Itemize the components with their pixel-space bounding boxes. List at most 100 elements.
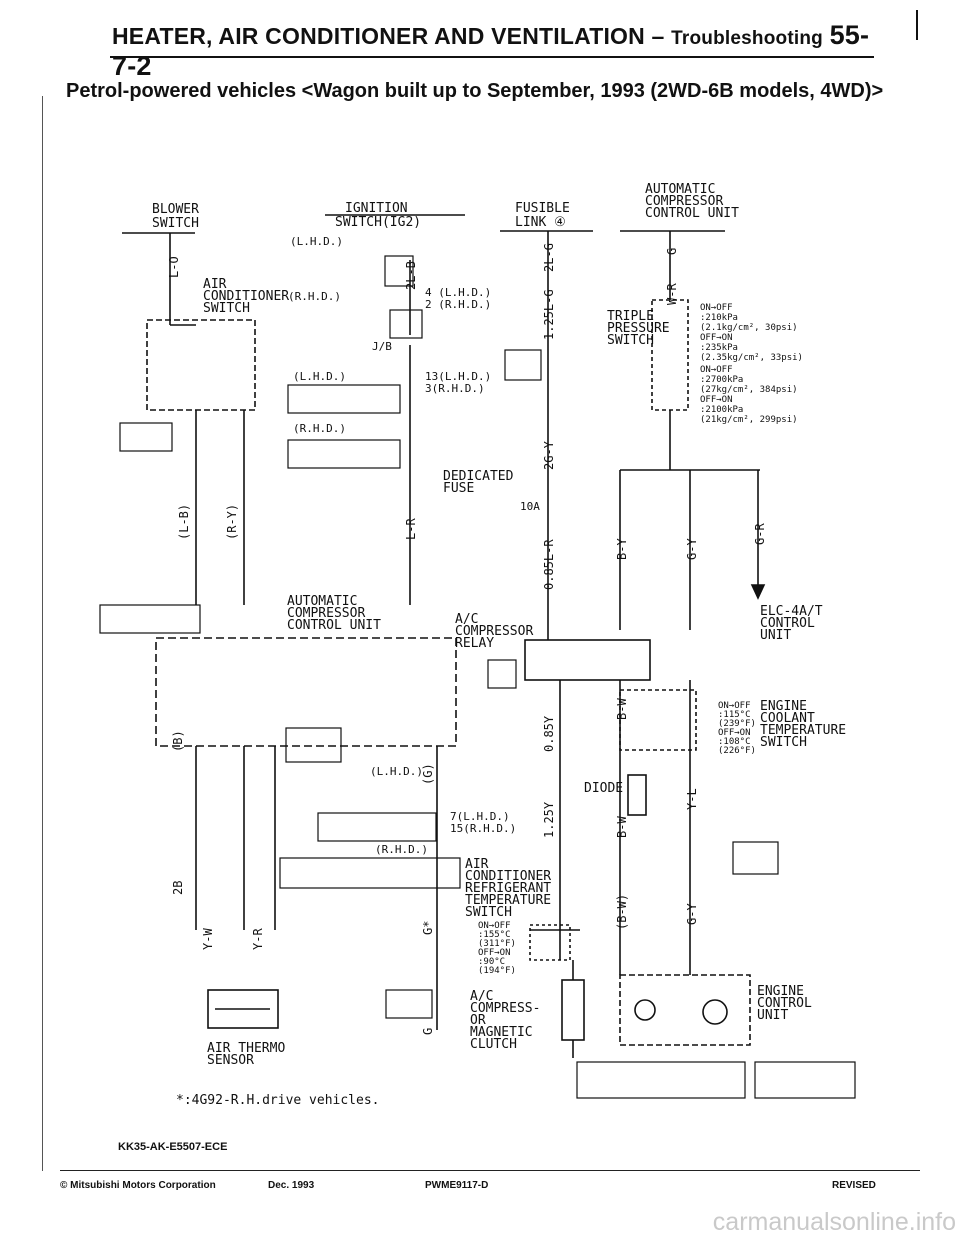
label-auto-comp-top: AUTOMATIC bbox=[645, 182, 715, 197]
svg-text:SENSOR: SENSOR bbox=[207, 1053, 254, 1068]
svg-text:10A: 10A bbox=[520, 500, 540, 513]
svg-text:SWITCH: SWITCH bbox=[465, 905, 512, 920]
svg-text:ON→OFF: ON→OFF bbox=[700, 303, 733, 313]
svg-text::155°C: :155°C bbox=[478, 930, 511, 940]
svg-text:OFF→ON: OFF→ON bbox=[700, 333, 733, 343]
svg-text::210kPa: :210kPa bbox=[700, 313, 738, 323]
svg-text:1.25Y: 1.25Y bbox=[542, 801, 556, 838]
svg-text:OFF→ON: OFF→ON bbox=[700, 395, 733, 405]
svg-text:(2.1kg/cm², 30psi): (2.1kg/cm², 30psi) bbox=[700, 323, 798, 333]
svg-text:(311°F): (311°F) bbox=[478, 939, 516, 949]
svg-text:4 (L.H.D.): 4 (L.H.D.) bbox=[425, 286, 491, 299]
svg-text:(226°F): (226°F) bbox=[718, 746, 756, 756]
header-rule bbox=[110, 56, 874, 58]
label-triple-pressure: TRIPLE bbox=[607, 309, 654, 324]
svg-text:2L-G: 2L-G bbox=[542, 243, 556, 272]
svg-text:SWITCH: SWITCH bbox=[607, 333, 654, 348]
svg-text:(L-B): (L-B) bbox=[177, 504, 191, 540]
svg-text:CONTROL UNIT: CONTROL UNIT bbox=[287, 618, 381, 633]
svg-text::2100kPa: :2100kPa bbox=[700, 405, 743, 415]
svg-text:L-R: L-R bbox=[404, 518, 418, 540]
svg-text:B-Y: B-Y bbox=[615, 538, 629, 560]
svg-text:(L.H.D.): (L.H.D.) bbox=[290, 235, 343, 248]
svg-text:SWITCH: SWITCH bbox=[760, 735, 807, 750]
diagram-subtitle: Petrol-powered vehicles <Wagon built up … bbox=[66, 80, 884, 102]
svg-text:(B-W): (B-W) bbox=[615, 894, 629, 930]
svg-text:2G-Y: 2G-Y bbox=[542, 440, 556, 470]
label-elc-unit: ELC-4A/T bbox=[760, 604, 823, 619]
label-blower-switch: BLOWER bbox=[152, 202, 199, 217]
header-section: Troubleshooting bbox=[671, 28, 823, 49]
svg-text:COMPRESSOR: COMPRESSOR bbox=[455, 624, 533, 639]
svg-text:CLUTCH: CLUTCH bbox=[470, 1037, 517, 1052]
header-title: HEATER, AIR CONDITIONER AND VENTILATION bbox=[112, 23, 645, 49]
svg-text:(21kg/cm², 299psi): (21kg/cm², 299psi) bbox=[700, 415, 798, 425]
svg-text:COOLANT: COOLANT bbox=[760, 711, 815, 726]
svg-text:G*: G* bbox=[421, 921, 435, 935]
label-dedicated-fuse: DEDICATED bbox=[443, 469, 514, 484]
margin-rule bbox=[916, 10, 918, 40]
svg-text:G-R: G-R bbox=[753, 523, 767, 545]
svg-text:OFF→ON: OFF→ON bbox=[718, 728, 751, 738]
svg-text:J/B: J/B bbox=[372, 340, 392, 353]
label-fusible-link: FUSIBLE bbox=[515, 201, 570, 216]
svg-text:CONDITIONER: CONDITIONER bbox=[203, 289, 289, 304]
svg-text:TEMPERATURE: TEMPERATURE bbox=[760, 723, 846, 738]
svg-text:ON→OFF: ON→OFF bbox=[478, 921, 511, 931]
revision-bar bbox=[42, 96, 43, 1171]
svg-text:PRESSURE: PRESSURE bbox=[607, 321, 670, 336]
svg-text:15(R.H.D.): 15(R.H.D.) bbox=[450, 822, 516, 835]
svg-text::2700kPa: :2700kPa bbox=[700, 375, 743, 385]
svg-text:G: G bbox=[421, 1028, 435, 1035]
svg-text:OFF→ON: OFF→ON bbox=[478, 948, 511, 958]
svg-text:2B: 2B bbox=[171, 881, 185, 895]
footer-date: Dec. 1993 bbox=[268, 1180, 315, 1191]
svg-text:MAGNETIC: MAGNETIC bbox=[470, 1025, 533, 1040]
svg-text:(R.H.D.): (R.H.D.) bbox=[293, 422, 346, 435]
svg-text:(R.H.D.): (R.H.D.) bbox=[288, 290, 341, 303]
label-ac-switch: AIR bbox=[203, 277, 227, 292]
footer-doc: PWME9117-D bbox=[425, 1180, 489, 1191]
svg-text:G: G bbox=[665, 248, 679, 255]
diagram-code: KK35-AK-E5507-ECE bbox=[118, 1141, 228, 1153]
svg-text:(L.H.D.): (L.H.D.) bbox=[293, 370, 346, 383]
svg-text:G-Y: G-Y bbox=[685, 538, 699, 560]
svg-text:UNIT: UNIT bbox=[757, 1008, 788, 1023]
svg-text:CONTROL UNIT: CONTROL UNIT bbox=[645, 206, 739, 221]
svg-text:SWITCH: SWITCH bbox=[152, 216, 199, 231]
label-mag-clutch: A/C bbox=[470, 989, 493, 1004]
svg-text:COMPRESSOR: COMPRESSOR bbox=[645, 194, 723, 209]
footer-copyright: © Mitsubishi Motors Corporation bbox=[60, 1180, 216, 1191]
footer-rule bbox=[60, 1170, 920, 1171]
svg-text:COMPRESS-: COMPRESS- bbox=[470, 1001, 540, 1016]
svg-text:(R-Y): (R-Y) bbox=[225, 504, 239, 540]
svg-text:1.25L-G: 1.25L-G bbox=[542, 289, 556, 340]
svg-text:Y-L: Y-L bbox=[685, 788, 699, 810]
svg-text:B-W: B-W bbox=[615, 816, 629, 838]
label-air-thermo: AIR THERMO bbox=[207, 1041, 285, 1056]
svg-text:Y-R: Y-R bbox=[251, 928, 265, 950]
label-coolant-switch: ENGINE bbox=[760, 699, 807, 714]
svg-text:(R.H.D.): (R.H.D.) bbox=[375, 843, 428, 856]
svg-text:OR: OR bbox=[470, 1013, 486, 1028]
label-engine-control: ENGINE bbox=[757, 984, 804, 999]
svg-text:TEMPERATURE: TEMPERATURE bbox=[465, 893, 551, 908]
label-ac-relay: A/C bbox=[455, 612, 478, 627]
svg-text:SWITCH(IG2): SWITCH(IG2) bbox=[335, 215, 421, 230]
label-auto-comp-mid: AUTOMATIC bbox=[287, 594, 357, 609]
svg-text:(27kg/cm², 384psi): (27kg/cm², 384psi) bbox=[700, 385, 798, 395]
svg-text:2 (R.H.D.): 2 (R.H.D.) bbox=[425, 298, 491, 311]
svg-text:(B): (B) bbox=[171, 730, 185, 752]
svg-text:LINK ④: LINK ④ bbox=[515, 215, 566, 230]
svg-text:CONTROL: CONTROL bbox=[757, 996, 812, 1011]
label-refrig-switch: AIR bbox=[465, 857, 489, 872]
svg-text:0.85L-R: 0.85L-R bbox=[542, 539, 556, 590]
svg-text::90°C: :90°C bbox=[478, 957, 505, 967]
watermark: carmanualsonline.info bbox=[712, 1208, 956, 1236]
svg-text:(L.H.D.): (L.H.D.) bbox=[370, 765, 423, 778]
svg-text:7(L.H.D.): 7(L.H.D.) bbox=[450, 810, 510, 823]
svg-text:UNIT: UNIT bbox=[760, 628, 791, 643]
svg-text:2L-B: 2L-B bbox=[404, 261, 418, 290]
svg-text:(G): (G) bbox=[421, 763, 435, 785]
svg-text:CONTROL: CONTROL bbox=[760, 616, 815, 631]
